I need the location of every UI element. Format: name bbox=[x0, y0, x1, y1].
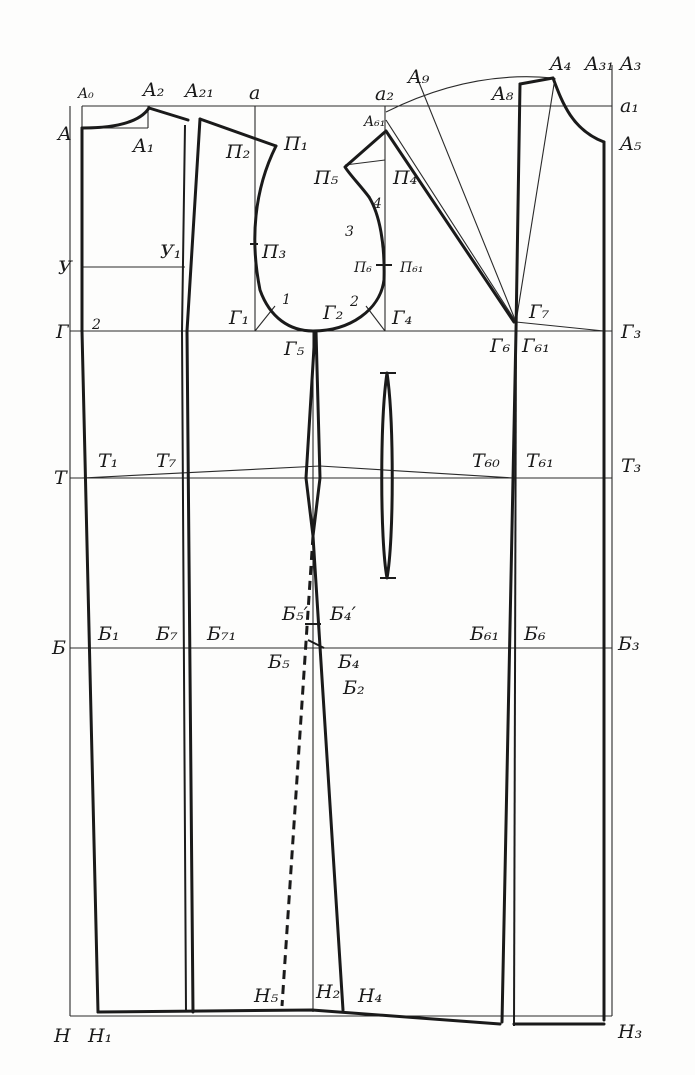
label-g4: Г₄ bbox=[391, 307, 412, 329]
label-g1: Г₁ bbox=[228, 307, 249, 329]
label-b2: Б₂ bbox=[342, 677, 365, 699]
label-b6: Б₆ bbox=[523, 623, 546, 645]
label-b5p: Б₅′ bbox=[281, 603, 309, 625]
label-n2: 2 bbox=[349, 294, 359, 310]
label-a: A bbox=[56, 123, 72, 145]
label-a31: A₃₁ bbox=[583, 53, 614, 75]
label-h4: Н₄ bbox=[357, 985, 382, 1007]
label-a2-small: a₂ bbox=[375, 83, 394, 105]
label-p2: П₂ bbox=[225, 141, 250, 163]
label-p5: П₅ bbox=[313, 167, 339, 189]
label-b4p: Б₄′ bbox=[329, 603, 357, 625]
label-a1-small: a₁ bbox=[620, 95, 639, 117]
label-b4: Б₄ bbox=[337, 651, 360, 673]
point-labels: A₀ A₂ A₂₁ a a₂ A₉ A₄ A₃₁ A₃ A₈ a₁ A A₁ П… bbox=[51, 53, 642, 1047]
label-p6: П₆ bbox=[353, 260, 372, 276]
label-h5: Н₅ bbox=[253, 985, 279, 1007]
label-a4: A₄ bbox=[548, 53, 571, 75]
label-n4: 4 bbox=[372, 196, 382, 212]
label-b5: Б₅ bbox=[267, 651, 290, 673]
label-a9: A₉ bbox=[406, 66, 430, 88]
label-a3: A₃ bbox=[618, 53, 641, 75]
label-t61: Т₆₁ bbox=[526, 450, 554, 472]
label-g7: Г₇ bbox=[528, 301, 550, 323]
label-a5: A₅ bbox=[618, 133, 642, 155]
label-b1: Б₁ bbox=[97, 623, 120, 645]
label-t7: Т₇ bbox=[156, 450, 177, 472]
label-t: Т bbox=[54, 467, 68, 489]
label-h3: Н₃ bbox=[617, 1021, 642, 1043]
label-p61: П₆₁ bbox=[399, 260, 423, 276]
label-g: Г bbox=[55, 321, 70, 343]
label-b: Б bbox=[51, 637, 66, 659]
label-g2-small: 2 bbox=[91, 317, 101, 333]
label-t1: Т₁ bbox=[98, 450, 118, 472]
label-a21: A₂₁ bbox=[183, 80, 214, 102]
label-h2: Н₂ bbox=[315, 981, 340, 1003]
label-g5: Г₅ bbox=[283, 338, 305, 360]
label-h: Н bbox=[53, 1025, 71, 1047]
label-h1: Н₁ bbox=[87, 1025, 112, 1047]
pattern-outlines bbox=[80, 76, 606, 1027]
label-a8: A₈ bbox=[490, 83, 514, 105]
label-t60: Т₆₀ bbox=[472, 450, 500, 472]
label-u: У bbox=[58, 257, 73, 279]
label-a0: A₀ bbox=[76, 86, 94, 102]
construction-lines bbox=[69, 65, 613, 1017]
label-p3: П₃ bbox=[261, 241, 286, 263]
label-a-small: a bbox=[249, 82, 260, 104]
label-b7: Б₇ bbox=[155, 623, 178, 645]
label-u1: У₁ bbox=[160, 241, 181, 263]
label-p1: П₁ bbox=[283, 133, 308, 155]
label-g6: Г₆ bbox=[489, 335, 511, 357]
label-n1: 1 bbox=[282, 292, 291, 308]
label-a2: A₂ bbox=[141, 79, 164, 101]
label-n3: 3 bbox=[345, 224, 354, 240]
label-b71: Б₇₁ bbox=[206, 623, 236, 645]
label-g61: Г₆₁ bbox=[521, 335, 550, 357]
label-a61: A₆₁ bbox=[362, 114, 385, 130]
label-t3: Т₃ bbox=[621, 455, 641, 477]
label-b61: Б₆₁ bbox=[469, 623, 499, 645]
label-p4: П₄ bbox=[392, 167, 417, 189]
label-a1: A₁ bbox=[131, 135, 154, 157]
label-b3: Б₃ bbox=[617, 633, 640, 655]
label-g3: Г₃ bbox=[620, 321, 641, 343]
label-g2: Г₂ bbox=[322, 302, 343, 324]
